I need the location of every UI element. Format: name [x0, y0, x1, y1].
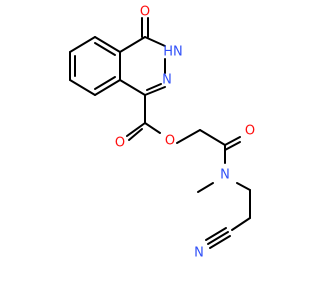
bond	[119, 79, 146, 96]
bond	[69, 36, 96, 53]
bond	[197, 182, 214, 193]
pyridazinone-ring	[119, 17, 166, 96]
bond	[205, 227, 227, 241]
atom-label-oxygen: O	[140, 5, 150, 20]
bond	[224, 141, 241, 151]
atom-label-nitrogen: N	[162, 73, 172, 88]
bond	[144, 86, 166, 96]
bond	[144, 122, 161, 134]
benzene-ring	[69, 36, 121, 96]
atom-label-nitrogen: HN	[163, 45, 183, 60]
bond	[94, 79, 121, 96]
bond	[69, 79, 96, 96]
bond	[119, 36, 146, 53]
bond	[236, 182, 251, 191]
bond	[176, 129, 201, 144]
atom-label-nitrogen: N	[194, 246, 204, 261]
chemical-structure-diagram: O HN N O O O N N	[69, 5, 255, 261]
bond	[144, 36, 166, 47]
ester-group	[126, 94, 201, 144]
bond	[128, 128, 143, 141]
atom-label-oxygen: O	[245, 124, 255, 139]
amine-substituents	[197, 182, 251, 249]
bond	[209, 235, 231, 249]
bond	[207, 231, 229, 245]
atom-label-oxygen: O	[115, 136, 125, 151]
bond	[94, 42, 116, 56]
bond	[199, 129, 226, 146]
bond	[94, 76, 116, 90]
atom-label-nitrogen: N	[220, 168, 230, 183]
bond	[126, 122, 146, 137]
bond	[94, 36, 121, 53]
atom-label-oxygen: O	[165, 134, 175, 149]
bond	[231, 217, 251, 231]
bond	[224, 136, 241, 146]
bond	[146, 83, 162, 91]
amide-group	[199, 129, 241, 164]
